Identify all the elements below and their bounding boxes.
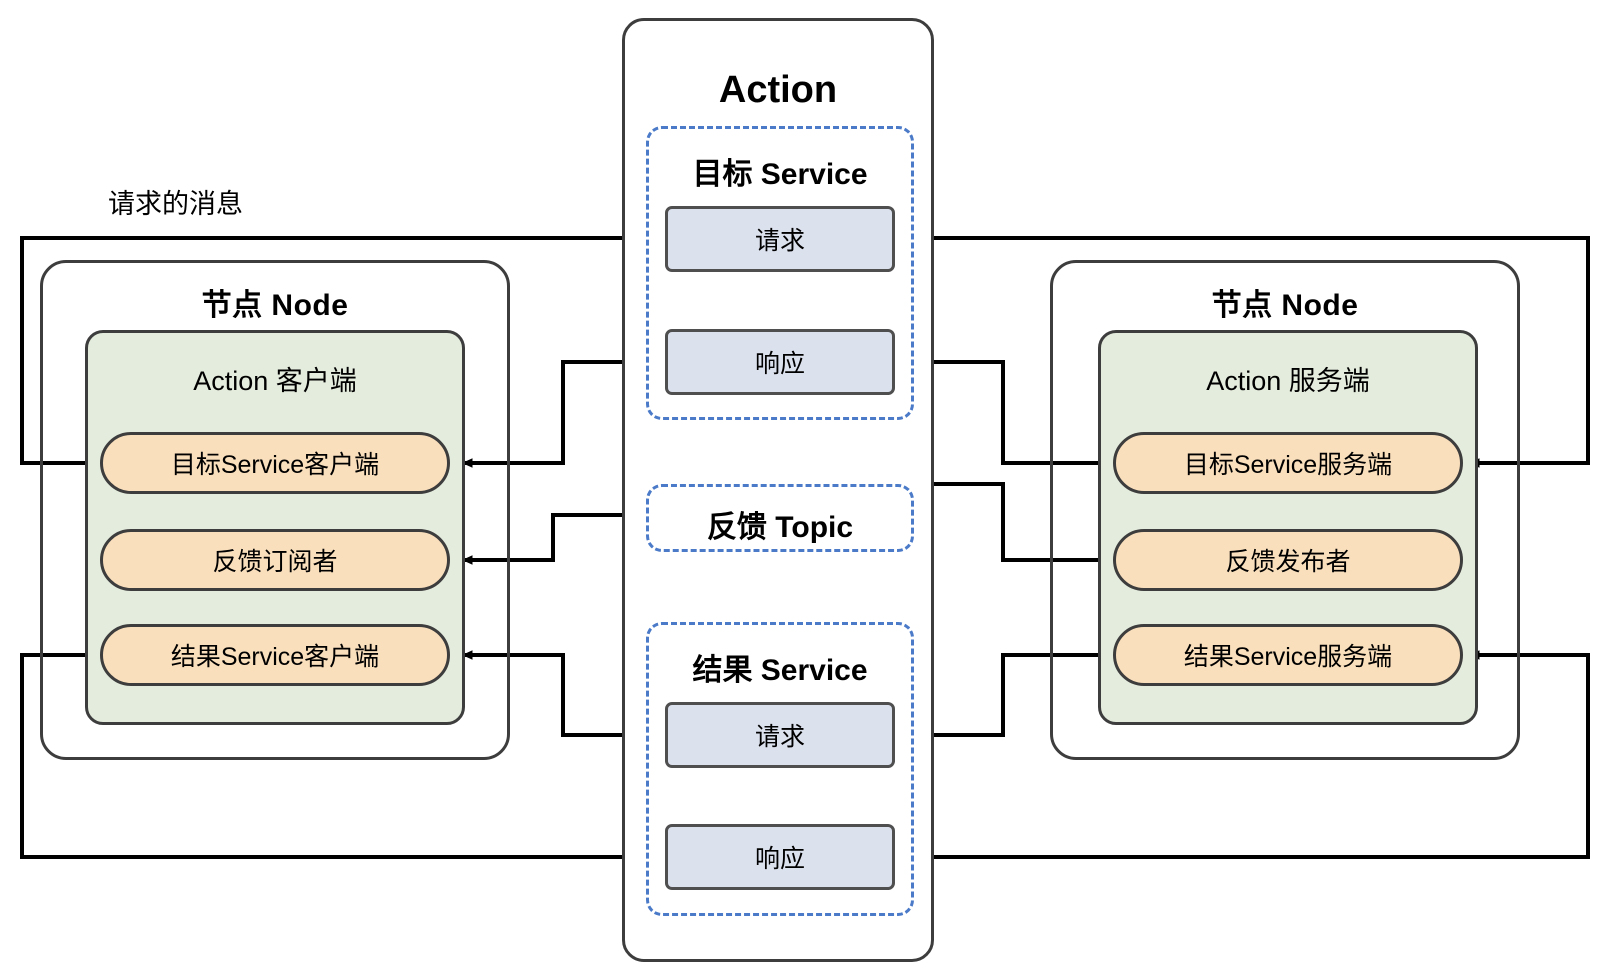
right-node-container: 节点 Node <box>1050 260 1520 760</box>
action-title: Action <box>718 69 838 111</box>
feedback-topic-group: 反馈 Topic <box>646 484 914 552</box>
pill-result-service-server[interactable]: 结果Service服务端 <box>1113 624 1463 686</box>
left-node-container: 节点 Node <box>40 260 510 760</box>
goal-service-request-label: 请求 <box>754 227 805 255</box>
goal-service-group: 目标 Service <box>646 126 914 420</box>
result-service-response-label: 响应 <box>754 845 805 873</box>
pill-feedback-publisher[interactable]: 反馈发布者 <box>1113 529 1463 591</box>
action-server-panel-title: Action 服务端 <box>1206 366 1370 396</box>
goal-service-response-box[interactable]: 响应 <box>665 329 895 395</box>
left-node-title: 节点 Node <box>201 289 349 322</box>
goal-service-group-title: 目标 Service <box>692 158 868 191</box>
result-service-group: 结果 Service <box>646 622 914 916</box>
result-service-group-title: 结果 Service <box>692 654 868 687</box>
result-service-request-box[interactable]: 请求 <box>665 702 895 768</box>
goal-service-response-label: 响应 <box>754 350 805 378</box>
feedback-topic-group-title: 反馈 Topic <box>706 511 854 544</box>
pill-goal-service-client-label: 目标Service客户端 <box>170 451 380 479</box>
pill-goal-service-server[interactable]: 目标Service服务端 <box>1113 432 1463 494</box>
goal-service-request-box[interactable]: 请求 <box>665 206 895 272</box>
pill-goal-service-client[interactable]: 目标Service客户端 <box>100 432 450 494</box>
result-service-response-box[interactable]: 响应 <box>665 824 895 890</box>
pill-result-service-client[interactable]: 结果Service客户端 <box>100 624 450 686</box>
pill-result-service-client-label: 结果Service客户端 <box>170 643 380 671</box>
pill-feedback-subscriber-label: 反馈订阅者 <box>212 548 338 576</box>
request-message-label: 请求的消息 <box>108 189 243 219</box>
pill-goal-service-server-label: 目标Service服务端 <box>1183 451 1393 479</box>
action-client-panel-title: Action 客户端 <box>193 366 357 396</box>
pill-feedback-subscriber[interactable]: 反馈订阅者 <box>100 529 450 591</box>
pill-feedback-publisher-label: 反馈发布者 <box>1225 548 1351 576</box>
action-container: Action <box>622 18 934 962</box>
pill-result-service-server-label: 结果Service服务端 <box>1183 643 1393 671</box>
right-node-title: 节点 Node <box>1211 289 1359 322</box>
result-service-request-label: 请求 <box>754 723 805 751</box>
